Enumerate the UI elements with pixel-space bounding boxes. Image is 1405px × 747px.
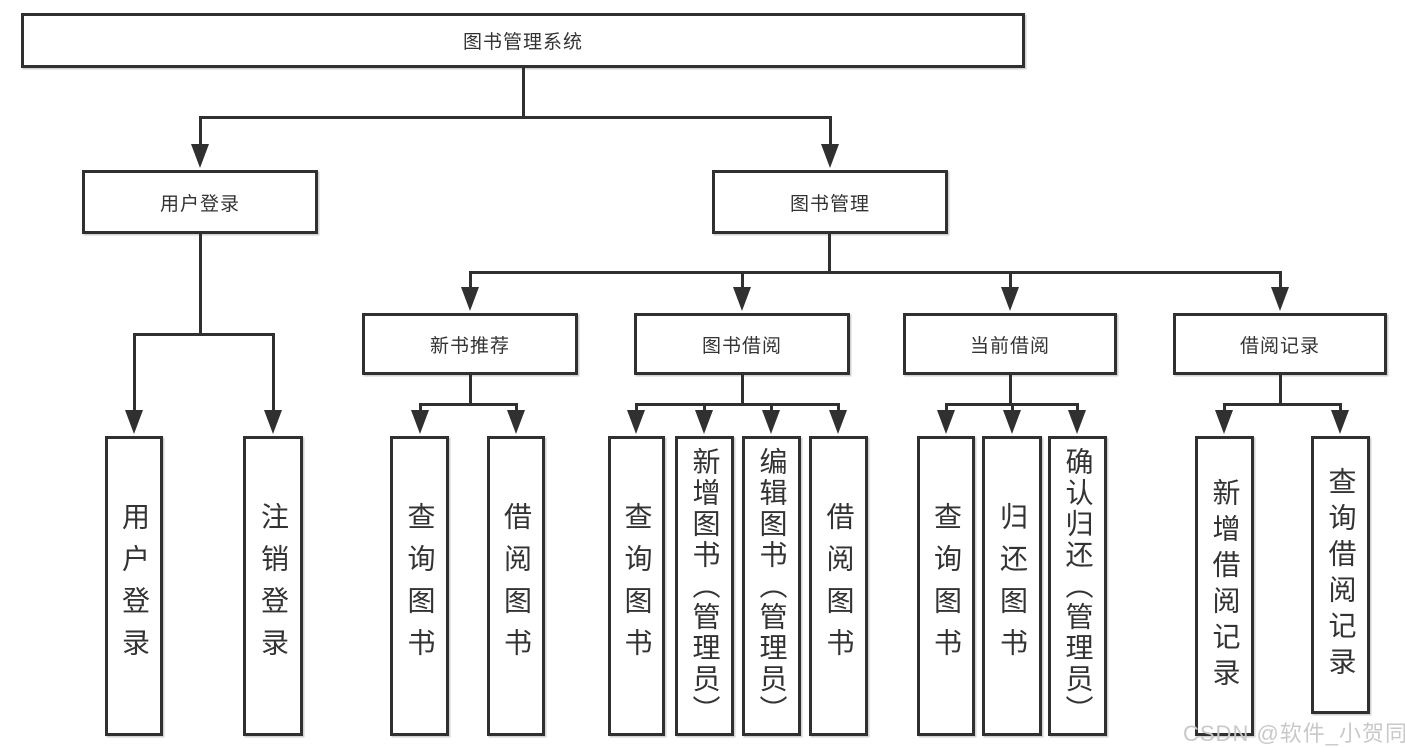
arrowhead-down-icon <box>1068 410 1086 434</box>
leaf-query-books: 查询图书 <box>917 436 975 736</box>
connector-line <box>1223 403 1342 406</box>
arrowhead-down-icon <box>1003 410 1021 434</box>
connector-line <box>741 271 744 287</box>
node-user-login: 用户登录 <box>82 170 318 234</box>
arrowhead-down-icon <box>191 144 209 168</box>
connector-line <box>1011 403 1014 412</box>
connector-line <box>199 116 202 144</box>
arrowhead-down-icon <box>937 410 955 434</box>
arrowhead-down-icon <box>762 410 780 434</box>
connector-line <box>837 403 840 412</box>
leaf-borrow-books: 借阅图书 <box>487 436 545 736</box>
node-root-library-system: 图书管理系统 <box>21 13 1025 68</box>
leaf-logout: 注销登录 <box>243 436 303 736</box>
arrowhead-down-icon <box>411 410 429 434</box>
arrowhead-down-icon <box>1331 410 1349 434</box>
arrowhead-down-icon <box>733 287 751 311</box>
connector-line <box>1223 403 1226 412</box>
connector-line <box>945 403 948 412</box>
leaf-edit-books-admin: 编辑图书（管理员） <box>742 436 801 736</box>
connector-line <box>1339 403 1342 412</box>
node-book-borrowing: 图书借阅 <box>634 313 850 375</box>
connector-line <box>828 233 831 273</box>
arrowhead-down-icon <box>1215 410 1233 434</box>
leaf-add-borrow-record: 新增借阅记录 <box>1195 436 1254 736</box>
arrowhead-down-icon <box>821 144 839 168</box>
connector-line <box>1009 375 1012 405</box>
connector-line <box>770 403 773 412</box>
leaf-query-books: 查询图书 <box>608 436 665 736</box>
connector-line <box>1009 271 1012 287</box>
connector-line <box>703 403 706 412</box>
connector-line <box>199 233 202 334</box>
connector-line <box>635 403 839 406</box>
connector-line <box>419 403 422 412</box>
leaf-borrow-books: 借阅图书 <box>809 436 868 736</box>
connector-line <box>469 271 472 287</box>
connector-line <box>272 333 275 410</box>
arrowhead-down-icon <box>507 410 525 434</box>
arrowhead-down-icon <box>125 410 143 434</box>
connector-line <box>133 333 274 336</box>
connector-line <box>741 375 744 405</box>
arrowhead-down-icon <box>461 287 479 311</box>
leaf-add-books-admin: 新增图书（管理员） <box>675 436 734 736</box>
connector-line <box>469 271 1282 274</box>
arrowhead-down-icon <box>695 410 713 434</box>
connector-line <box>635 403 638 412</box>
connector-line <box>469 375 472 405</box>
leaf-return-books: 归还图书 <box>982 436 1042 736</box>
leaf-query-borrow-record: 查询借阅记录 <box>1311 436 1370 714</box>
node-new-book-recommend: 新书推荐 <box>362 313 578 375</box>
node-current-borrowing: 当前借阅 <box>903 313 1117 375</box>
arrowhead-down-icon <box>1001 287 1019 311</box>
arrowhead-down-icon <box>627 410 645 434</box>
node-book-management: 图书管理 <box>712 170 948 234</box>
node-borrowing-records: 借阅记录 <box>1173 313 1387 375</box>
connector-line <box>1279 375 1282 405</box>
leaf-query-books: 查询图书 <box>390 436 449 736</box>
leaf-user-login: 用户登录 <box>105 436 163 736</box>
watermark: CSDN @软件_小贺同学 <box>1183 721 1405 746</box>
connector-line <box>1076 403 1079 412</box>
arrowhead-down-icon <box>264 410 282 434</box>
connector-line <box>522 68 525 118</box>
connector-line <box>419 403 518 406</box>
arrowhead-down-icon <box>1271 287 1289 311</box>
connector-line <box>515 403 518 412</box>
leaf-confirm-return-admin: 确认归还（管理员） <box>1048 436 1107 736</box>
connector-line <box>1279 271 1282 287</box>
connector-line <box>829 116 832 144</box>
arrowhead-down-icon <box>829 410 847 434</box>
connector-line <box>133 333 136 410</box>
connector-line <box>199 116 832 119</box>
